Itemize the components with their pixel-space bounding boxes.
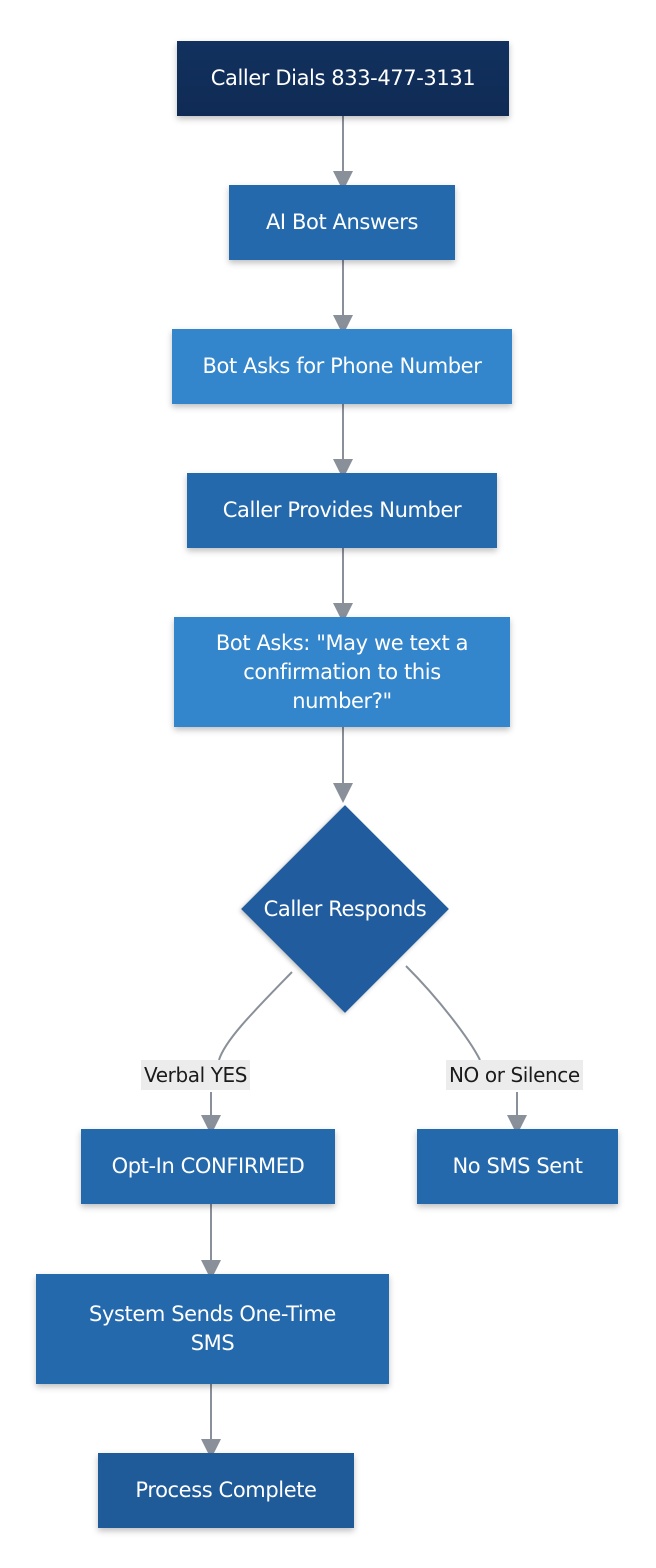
- edge-label-yes: Verbal YES: [141, 1060, 251, 1090]
- node-no-sms-sent-label: No SMS Sent: [452, 1154, 583, 1178]
- node-bot-asks-text-label: Bot Asks: "May we text a confirmation to…: [215, 630, 469, 713]
- node-caller-dials: Caller Dials 833-477-3131: [177, 41, 509, 116]
- decision-caller-responds-label: Caller Responds: [263, 897, 427, 921]
- node-caller-provides-label: Caller Provides Number: [222, 498, 462, 522]
- node-process-complete: Process Complete: [98, 1453, 354, 1528]
- node-system-sends-sms: System Sends One-Time SMS: [36, 1274, 389, 1384]
- node-ai-bot-answers-label: AI Bot Answers: [265, 210, 419, 234]
- node-opt-in-confirmed-label: Opt-In CONFIRMED: [111, 1154, 305, 1178]
- arrow-responds-to-no-label: [405, 965, 481, 1061]
- node-bot-asks-phone: Bot Asks for Phone Number: [172, 329, 512, 404]
- edge-label-no: NO or Silence: [446, 1060, 583, 1090]
- node-bot-asks-text: Bot Asks: "May we text a confirmation to…: [174, 617, 510, 727]
- node-caller-provides: Caller Provides Number: [187, 473, 497, 548]
- node-caller-dials-label: Caller Dials 833-477-3131: [210, 66, 476, 90]
- node-opt-in-confirmed: Opt-In CONFIRMED: [81, 1129, 335, 1204]
- node-system-sends-sms-label: System Sends One-Time SMS: [89, 1302, 336, 1355]
- node-no-sms-sent: No SMS Sent: [417, 1129, 618, 1204]
- node-bot-asks-phone-label: Bot Asks for Phone Number: [202, 354, 482, 378]
- arrow-responds-to-yes-label: [218, 971, 293, 1061]
- node-process-complete-label: Process Complete: [135, 1478, 317, 1502]
- decision-caller-responds: Caller Responds: [241, 805, 449, 1013]
- node-ai-bot-answers: AI Bot Answers: [229, 185, 455, 260]
